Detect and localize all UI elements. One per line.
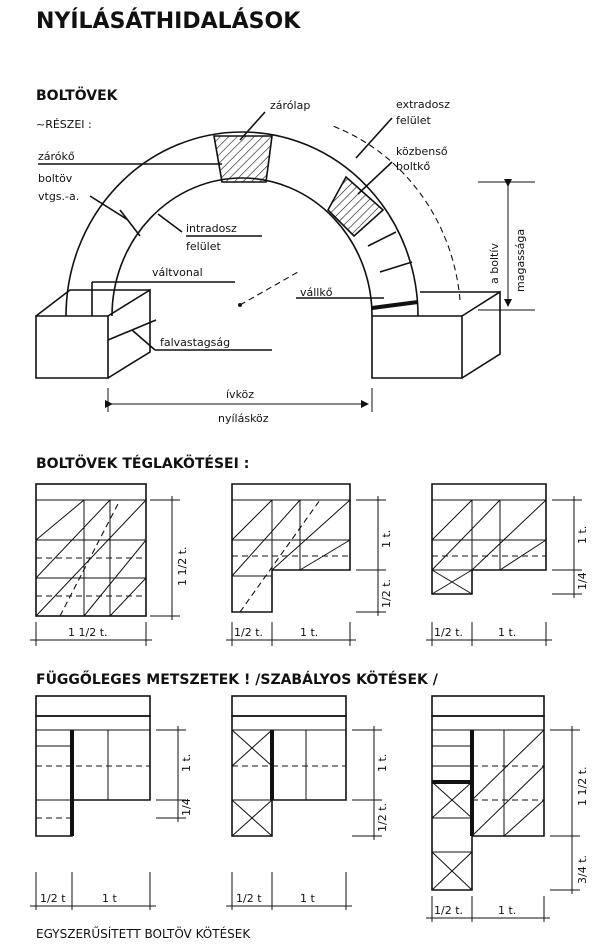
label-kozbenso-2: boltkő bbox=[396, 160, 430, 173]
section2-one-label: 1 t bbox=[300, 892, 315, 905]
section3-half-label: 1/2 t. bbox=[434, 904, 463, 917]
bond3-quarter-label: 1/4 bbox=[576, 572, 589, 590]
label-boltov-1: boltöv bbox=[38, 172, 73, 185]
bond-diagram-3 bbox=[431, 483, 547, 595]
bond1-outline bbox=[35, 483, 147, 617]
label-extrados-1: extradosz bbox=[396, 98, 450, 111]
leader-extrados bbox=[355, 117, 393, 159]
label-ivkoz: ívköz bbox=[226, 388, 254, 401]
leader-kozbenso bbox=[357, 161, 393, 195]
section1-quarter-label: 1/4 bbox=[180, 798, 193, 816]
bond1-width-label: 1 1/2 t. bbox=[68, 626, 108, 639]
section2-half-v-label: 1/2 t. bbox=[376, 803, 389, 832]
vertical-section-1 bbox=[35, 695, 151, 837]
page-title: NYÍLÁSÁTHIDALÁSOK bbox=[36, 8, 301, 34]
extrados-surface-dash bbox=[329, 124, 461, 301]
arch-section: BOLTÖVEK ~RÉSZEI : zárólap bbox=[35, 86, 535, 425]
right-abutment-front bbox=[371, 315, 463, 379]
sections-heading: FÜGGŐLEGES METSZETEK ! /SZABÁLYOS KÖTÉSE… bbox=[36, 670, 439, 688]
bond2-half-label: 1/2 t. bbox=[380, 579, 393, 608]
label-zaroko: zárókő bbox=[38, 150, 75, 163]
boltov-thickness-dim bbox=[119, 209, 141, 237]
label-nyilaskoz: nyílásköz bbox=[218, 412, 269, 425]
keystone bbox=[213, 135, 273, 183]
bond-diagram-2 bbox=[231, 483, 351, 613]
falvastagsag-leader bbox=[131, 329, 156, 351]
arch-heading: BOLTÖVEK bbox=[36, 86, 119, 104]
bond-diagram-1 bbox=[35, 483, 147, 617]
leader-boltov bbox=[89, 195, 129, 221]
footer-caption: EGYSZERŰSÍTETT BOLTÖV KÖTÉSEK bbox=[36, 925, 251, 941]
bond3-width-label: 1 t. bbox=[498, 626, 516, 639]
label-falvastagsag: falvastagság bbox=[160, 336, 230, 349]
vertical-section-2 bbox=[231, 695, 347, 837]
label-zarolap: zárólap bbox=[270, 99, 310, 112]
label-magassag-2: magassága bbox=[514, 229, 527, 292]
section2-1t-label: 1 t. bbox=[376, 754, 389, 772]
bond3-half-width-label: 1/2 t. bbox=[434, 626, 463, 639]
bond2-width-label: 1 t. bbox=[300, 626, 318, 639]
bond2-half-width-label: 1/2 t. bbox=[234, 626, 263, 639]
label-intrados-2: felület bbox=[186, 240, 221, 253]
arch-intrados bbox=[111, 177, 373, 317]
section1-1t-label: 1 t. bbox=[180, 754, 193, 772]
left-abutment-side bbox=[107, 288, 151, 379]
label-vallko: vállkő bbox=[300, 286, 333, 299]
section2-half-label: 1/2 t bbox=[236, 892, 262, 905]
section1-one-label: 1 t bbox=[102, 892, 117, 905]
label-magassag-1: a boltív bbox=[488, 243, 501, 284]
label-extrados-2: felület bbox=[396, 114, 431, 127]
intermediate-voussoir bbox=[327, 175, 385, 238]
springer-joint bbox=[371, 300, 419, 310]
left-abutment-top bbox=[35, 289, 150, 317]
section3-1-5t-label: 1 1/2 t. bbox=[576, 766, 589, 806]
label-intrados-1: intradosz bbox=[186, 222, 237, 235]
arch-extrados bbox=[65, 131, 419, 317]
bonds-section: BOLTÖVEK TÉGLAKÖTÉSEI : 1 1/2 t. 1 1/2 t… bbox=[30, 454, 589, 646]
label-valtvonal: váltvonal bbox=[152, 266, 203, 279]
vertical-section-3 bbox=[431, 695, 545, 891]
section3-one-label: 1 t. bbox=[498, 904, 516, 917]
voussoir-joint bbox=[379, 261, 413, 273]
section1-half-label: 1/2 t bbox=[40, 892, 66, 905]
bond3-height-label: 1 t. bbox=[576, 526, 589, 544]
bonds-heading: BOLTÖVEK TÉGLAKÖTÉSEI : bbox=[36, 454, 249, 472]
leader-intrados bbox=[157, 213, 183, 233]
label-boltov-2: vtgs.-a. bbox=[38, 190, 79, 203]
left-abutment-front bbox=[35, 315, 109, 379]
section3-3-4t-label: 3/4 t. bbox=[576, 855, 589, 884]
label-kozbenso-1: közbenső bbox=[396, 145, 448, 158]
vallko-leader bbox=[239, 271, 299, 306]
voussoir-joint-2 bbox=[367, 231, 397, 247]
leader-zarolap bbox=[239, 111, 266, 141]
sections-section: FÜGGŐLEGES METSZETEK ! /SZABÁLYOS KÖTÉSE… bbox=[30, 670, 589, 922]
bond1-height-label: 1 1/2 t. bbox=[176, 546, 189, 586]
right-abutment-side bbox=[461, 290, 501, 379]
bond2-height-label: 1 t. bbox=[380, 530, 393, 548]
arch-subheading: ~RÉSZEI : bbox=[36, 118, 92, 131]
